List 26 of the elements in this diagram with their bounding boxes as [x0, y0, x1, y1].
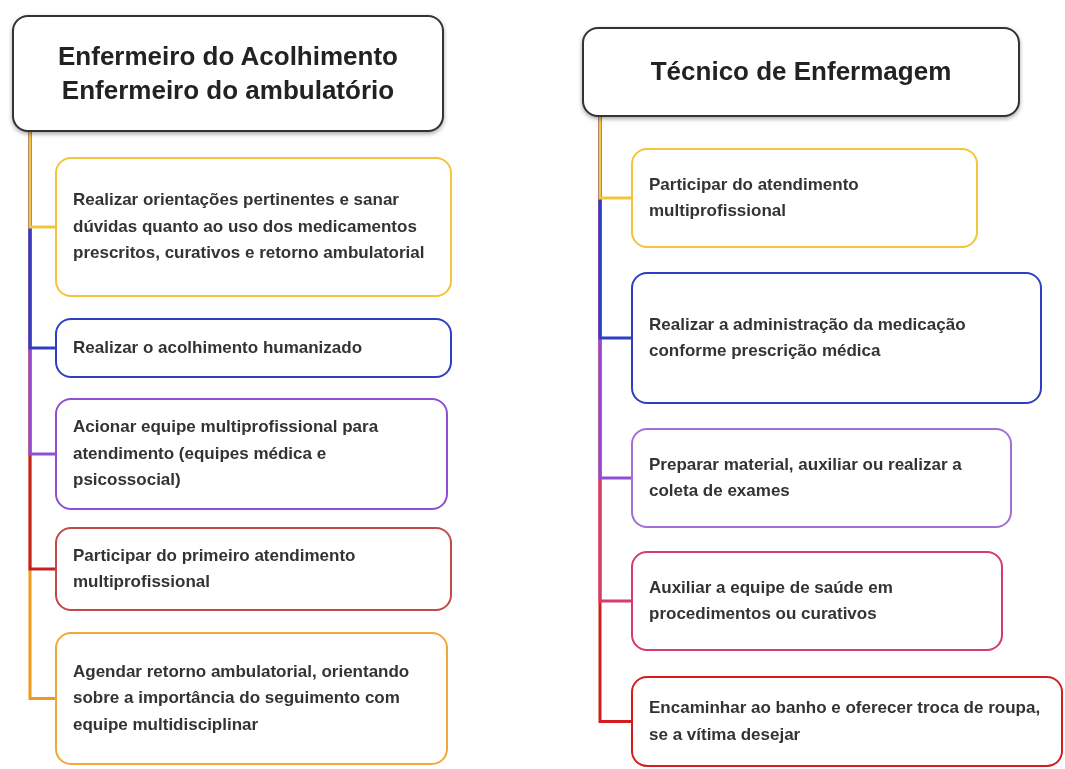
task-text: Agendar retorno ambulatorial, orientando sobre a importância do seguimento com equipe multidisciplinar: [73, 661, 411, 736]
task-box: [55, 157, 452, 297]
task-text: Acionar equipe multiprofissional para atendimento (equipes médica e psicossocial): [73, 416, 380, 492]
task-box: [631, 551, 1003, 651]
task-text: Encaminhar ao banho e oferecer troca de roupa, se a vítima desejar: [649, 697, 1042, 746]
title-text: Enfermeiro do Acolhimento Enfermeiro do ambulatório: [57, 39, 399, 107]
task-box: [55, 318, 452, 378]
connector-line: [598, 117, 631, 200]
task-text: Auxiliar a equipe de saúde em procedimentos ou curativos: [649, 576, 894, 625]
title-box: [12, 15, 444, 132]
task-text: Realizar o acolhimento humanizado: [73, 336, 364, 359]
task-text: Participar do primeiro atendimento multiprofissional: [73, 544, 357, 593]
task-box: [55, 527, 452, 611]
title-text: Técnico de Enfermagem: [650, 55, 952, 89]
task-text: Participar do atendimento multiprofissional: [649, 173, 860, 222]
task-text: Preparar material, auxiliar ou realizar a coleta de exames: [649, 453, 963, 502]
connector-line: [28, 132, 55, 229]
task-box: [55, 398, 448, 510]
task-box: [631, 428, 1012, 528]
task-text: Realizar orientações pertinentes e sanar dúvidas quanto ao uso dos medicamentos prescritos, curativos e retorno ambulatorial: [73, 189, 426, 265]
task-text: Realizar a administração da medicação conforme prescrição médica: [649, 313, 967, 362]
task-box: [55, 632, 448, 765]
task-box: [631, 148, 978, 248]
task-box: [631, 676, 1063, 767]
task-box: [631, 272, 1042, 404]
title-box: [582, 27, 1020, 117]
